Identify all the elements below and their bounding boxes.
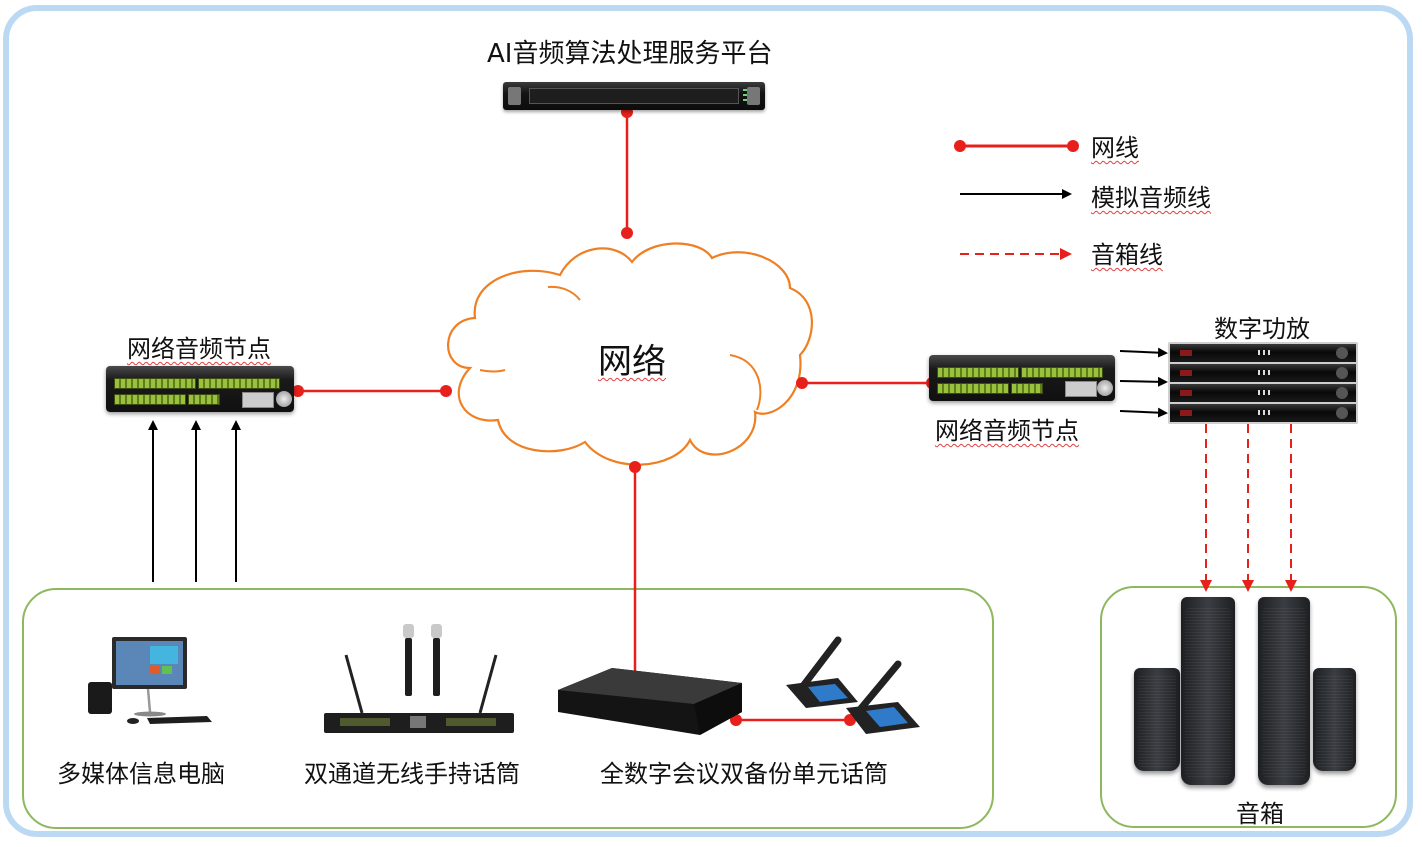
conference-mic-units-icon	[786, 636, 920, 734]
analog-audio-arrows-to-left-node	[148, 420, 241, 582]
conference-mic-label: 全数字会议双备份单元话筒	[600, 760, 888, 788]
multimedia-pc-icon	[88, 637, 212, 724]
network-cable-ai-to-cloud	[621, 106, 633, 239]
speaker-tall-right	[1258, 597, 1310, 785]
ai-platform-label: AI音频算法处理服务平台	[487, 39, 773, 69]
source-devices-group	[22, 588, 994, 829]
digital-amplifier-label: 数字功放	[1214, 315, 1310, 343]
wireless-mic-icon	[324, 624, 514, 733]
rack-ear-left	[508, 87, 522, 105]
ai-platform-server	[503, 82, 765, 110]
terminal-strip	[188, 394, 220, 405]
network-cable-host-to-mic-units	[730, 714, 856, 726]
right-audio-node-device	[929, 355, 1115, 401]
left-audio-node-device	[106, 366, 294, 412]
legend-network-cable-symbol	[954, 140, 1079, 152]
amplifier-unit	[1168, 382, 1358, 404]
amplifier-unit	[1168, 362, 1358, 384]
network-port	[242, 392, 274, 408]
amplifier-unit	[1168, 402, 1358, 424]
network-cable-cloud-to-right-node	[796, 377, 938, 389]
left-audio-node-label: 网络音频节点	[127, 335, 271, 363]
speakers-label: 音箱	[1236, 800, 1284, 828]
speaker-tall-left	[1181, 597, 1235, 785]
network-port	[1065, 381, 1097, 397]
speaker-small-left	[1134, 668, 1180, 771]
rack-ear-right	[746, 87, 760, 105]
network-cable-cloud-to-conference-host	[629, 461, 641, 672]
network-cloud-shape	[447, 242, 813, 466]
speaker-cables-to-speakers	[1200, 424, 1297, 592]
legend-label-speaker-cable: 音箱线	[1091, 241, 1163, 269]
terminal-strip	[937, 367, 1019, 378]
network-cloud-label: 网络	[598, 342, 666, 382]
terminal-strip	[937, 383, 1009, 394]
conference-host-icon	[558, 668, 742, 735]
status-leds	[742, 89, 748, 103]
knob	[1097, 380, 1113, 396]
terminal-strip	[114, 378, 196, 389]
analog-audio-arrows-to-amplifier	[1119, 347, 1168, 418]
wireless-mic-label: 双通道无线手持话筒	[304, 760, 520, 788]
legend-label-network-cable: 网线	[1091, 134, 1139, 162]
terminal-strip	[198, 378, 280, 389]
speaker-small-right	[1313, 668, 1356, 771]
network-cable-left-node-to-cloud	[292, 385, 452, 397]
terminal-strip	[1011, 383, 1043, 394]
terminal-strip	[1021, 367, 1103, 378]
legend-label-analog-audio: 模拟音频线	[1091, 184, 1211, 212]
multimedia-pc-label: 多媒体信息电脑	[57, 760, 225, 788]
rack-front-panel	[529, 88, 739, 104]
right-audio-node-label: 网络音频节点	[935, 417, 1079, 445]
amplifier-unit	[1168, 342, 1358, 364]
knob	[276, 391, 292, 407]
terminal-strip	[114, 394, 186, 405]
